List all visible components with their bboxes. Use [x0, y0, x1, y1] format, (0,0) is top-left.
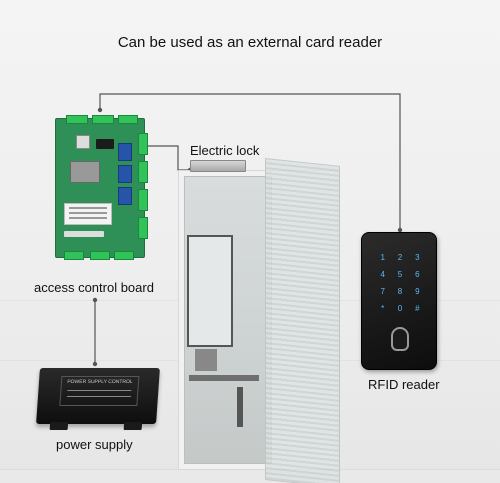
reader-key: * [381, 304, 385, 313]
power-supply-image: POWER SUPPLY CONTROL [36, 368, 160, 430]
wire-dot-power [92, 361, 98, 367]
page-title: Can be used as an external card reader [117, 34, 383, 51]
lock-wire [147, 145, 190, 171]
wire-dot-board-bottom [92, 297, 98, 303]
fingerprint-icon [391, 327, 409, 351]
reader-key: 4 [380, 270, 385, 279]
reader-key: 6 [415, 270, 420, 279]
door-leaf [265, 158, 340, 483]
reader-key: 2 [397, 253, 403, 262]
reader-key: 7 [380, 287, 385, 296]
rfid-reader-image: 1 2 3 4 5 6 7 8 9 * 0 # [361, 232, 437, 370]
glass-door [184, 176, 272, 464]
label-rfid-reader: RFID reader [368, 377, 440, 392]
reader-key: 1 [380, 253, 385, 262]
reader-keypad: 1 2 3 4 5 6 7 8 9 * 0 # [374, 253, 426, 314]
label-power-supply: power supply [56, 437, 133, 452]
reader-wire [99, 93, 401, 230]
reader-key: 5 [397, 270, 403, 279]
reader-key: 0 [397, 304, 403, 313]
wire-dot-board-top [97, 107, 103, 113]
label-electric-lock: Electric lock [190, 143, 260, 158]
reader-key: 9 [415, 287, 420, 296]
wire-dot-reader [397, 227, 403, 233]
reader-key: 3 [415, 253, 420, 262]
label-access-control-board: access control board [34, 280, 154, 295]
electric-lock-image [190, 160, 246, 172]
access-control-board-image [55, 115, 148, 260]
reader-key: 8 [397, 287, 403, 296]
reader-key: # [415, 304, 420, 313]
